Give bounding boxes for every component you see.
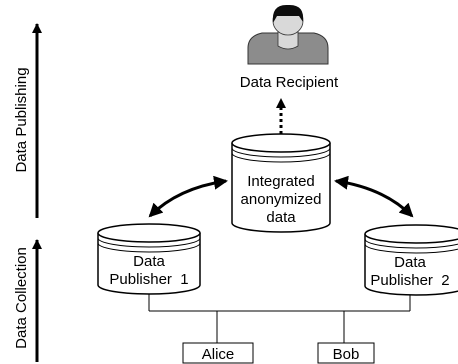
- bob-box: Bob: [317, 342, 375, 364]
- integrated-data-label-line2: anonymized: [241, 191, 322, 208]
- integrated-data-label-line1: Integrated: [247, 173, 315, 190]
- collection-connectors: [148, 294, 411, 343]
- publisher2-label-line2: Publisher 2: [370, 272, 449, 289]
- publisher2-exchange-arrow: [334, 175, 414, 218]
- publisher2-label-line1: Data: [394, 254, 426, 271]
- alice-box: Alice: [182, 342, 254, 364]
- data-publishing-label: Data Publishing: [13, 67, 30, 172]
- alice-label: Alice: [202, 346, 235, 363]
- publisher2-cylinder: [364, 224, 458, 296]
- integrated-data-label-line3: data: [266, 209, 296, 226]
- integrated-data-cylinder: [231, 133, 331, 233]
- data-recipient-label: Data Recipient: [240, 74, 339, 91]
- publisher1-exchange-arrow: [148, 175, 228, 218]
- publisher1-label-line2: Publisher 1: [109, 271, 188, 288]
- person-silhouette-icon: [247, 4, 329, 65]
- data-collection-label: Data Collection: [13, 247, 30, 349]
- bob-label: Bob: [333, 346, 360, 363]
- publisher1-cylinder: [97, 223, 201, 295]
- data-collection-axis: Data Collection: [13, 239, 42, 362]
- publisher1-label-line1: Data: [133, 253, 165, 270]
- data-publishing-axis: Data Publishing: [13, 23, 42, 218]
